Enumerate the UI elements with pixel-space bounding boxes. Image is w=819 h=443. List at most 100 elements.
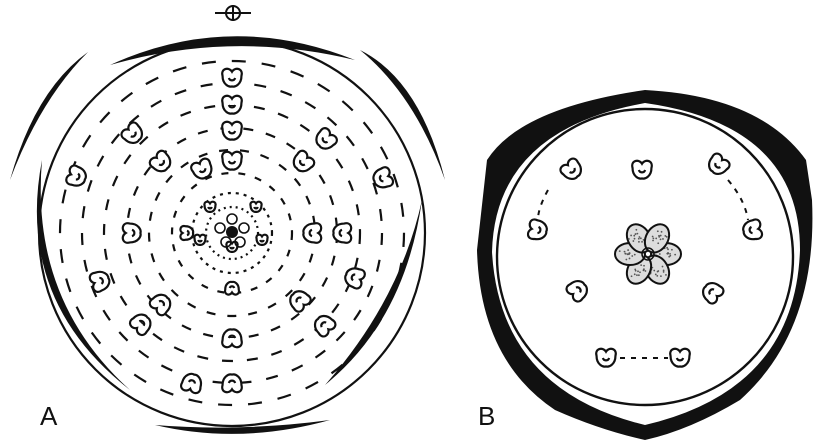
stipple-dot <box>671 249 673 251</box>
stipple-dot <box>653 270 655 272</box>
stipple-dot <box>624 253 626 255</box>
stipple-dot <box>663 269 665 271</box>
stipple-dot <box>638 241 640 243</box>
stipple-dot <box>674 254 676 256</box>
stamen-anther <box>148 149 174 175</box>
stamen-anther <box>222 374 242 392</box>
stamen-anther <box>128 311 154 337</box>
stipple-dot <box>652 236 654 238</box>
stamen-anther <box>65 164 88 188</box>
carpel <box>239 223 249 233</box>
stipple-dot <box>668 256 670 258</box>
stamen-anther <box>290 149 316 175</box>
bract-bottom <box>155 420 330 434</box>
stipple-dot <box>639 271 641 273</box>
stamen-anther <box>742 219 763 241</box>
stipple-dot <box>643 265 645 267</box>
stipple-dot <box>631 275 633 277</box>
connector <box>728 180 748 220</box>
circle-cross-icon <box>215 5 251 21</box>
stamen-anther <box>256 235 267 245</box>
stamen-anther <box>670 349 690 367</box>
stamen-anther <box>312 126 338 152</box>
stipple-dot <box>658 235 660 237</box>
stamen-anther <box>250 202 261 212</box>
stamen-anther <box>311 312 337 338</box>
stipple-dot <box>634 254 636 256</box>
stamen-anther <box>222 152 242 170</box>
stamen-anther <box>222 329 242 347</box>
stamen-anther <box>527 219 548 241</box>
stipple-dot <box>652 238 654 240</box>
stipple-dot <box>655 274 657 276</box>
stipple-dot <box>637 270 639 272</box>
stipple-dot <box>657 271 659 273</box>
stipple-dot <box>639 236 641 238</box>
stamen-anther <box>222 122 242 140</box>
stipple-dot <box>667 248 669 250</box>
stamen-anther <box>333 223 351 243</box>
stipple-dot <box>666 236 668 238</box>
stipple-dot <box>655 238 657 240</box>
stipple-dot <box>645 270 647 272</box>
stipple-dot <box>657 230 659 232</box>
stipple-dot <box>638 274 640 276</box>
stamen-anther <box>222 96 242 114</box>
panel-label-b: B <box>478 401 495 431</box>
stipple-dot <box>635 233 637 235</box>
stipple-dot <box>660 238 662 240</box>
stipple-dot <box>640 264 642 266</box>
stamen-anther <box>303 223 321 243</box>
stipple-dot <box>632 240 634 242</box>
stamen-anther <box>123 223 141 243</box>
stamen-anther <box>225 282 239 295</box>
stipple-dot <box>629 258 631 260</box>
stipple-dot <box>636 233 638 235</box>
stipple-dot <box>625 259 627 261</box>
stipple-dot <box>662 238 664 240</box>
stamen-anther <box>148 291 174 317</box>
stipple-dot <box>634 273 636 275</box>
stamen-anther <box>180 226 193 240</box>
stamen-anther <box>705 152 731 178</box>
stipple-dot <box>619 250 621 252</box>
stipple-dot <box>628 238 630 240</box>
stipple-dot <box>657 242 659 244</box>
stipple-dot <box>636 274 638 276</box>
stamen-anther <box>565 277 591 303</box>
stamen-anther <box>596 349 616 367</box>
stipple-dot <box>638 238 640 240</box>
bract-right-upper <box>360 50 445 180</box>
stipple-dot <box>635 229 637 231</box>
carpel-centre <box>226 226 238 238</box>
stipple-dot <box>643 268 645 270</box>
stipple-dot <box>641 241 643 243</box>
stipple-dot <box>624 251 626 253</box>
stipple-dot <box>630 235 632 237</box>
diagram-a: A <box>10 5 445 434</box>
bract-left-upper <box>10 52 88 180</box>
stipple-dot <box>666 247 668 249</box>
stamen-anther <box>559 157 585 183</box>
diagram-b: B <box>477 90 812 440</box>
stipple-dot <box>665 274 667 276</box>
connector <box>538 190 548 222</box>
stipple-dot <box>661 231 663 233</box>
stipple-dot <box>640 237 642 239</box>
stipple-dot <box>669 253 671 255</box>
stipple-dot <box>662 266 664 268</box>
stipple-dot <box>634 268 636 270</box>
panel-label-a: A <box>40 401 58 431</box>
stipple-dot <box>629 252 631 254</box>
stamen-anther <box>222 69 242 87</box>
stipple-dot <box>631 255 633 257</box>
stamen-anther <box>632 161 652 179</box>
central-pistil-b <box>615 220 681 288</box>
stipple-dot <box>660 275 662 277</box>
stipple-dot <box>659 253 661 255</box>
stipple-dot <box>656 275 658 277</box>
stamen-anther <box>343 265 366 289</box>
carpel <box>215 223 225 233</box>
stipple-dot <box>627 249 629 251</box>
